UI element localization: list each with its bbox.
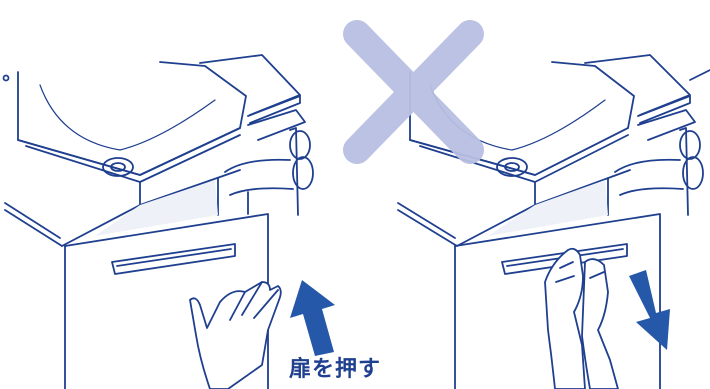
- door-handle: [112, 244, 235, 274]
- hand-pulling-left: [545, 249, 585, 389]
- down-arrow-icon: [629, 270, 670, 350]
- up-arrow-icon: [290, 280, 335, 356]
- cabinet-gap: [488, 180, 608, 236]
- cabinet-gap: [95, 180, 218, 236]
- bullet-dot: [4, 76, 9, 81]
- hand-pulling-right: [582, 259, 618, 389]
- push-door-caption: 扉を押す: [287, 357, 383, 383]
- correct-panel: [4, 55, 314, 389]
